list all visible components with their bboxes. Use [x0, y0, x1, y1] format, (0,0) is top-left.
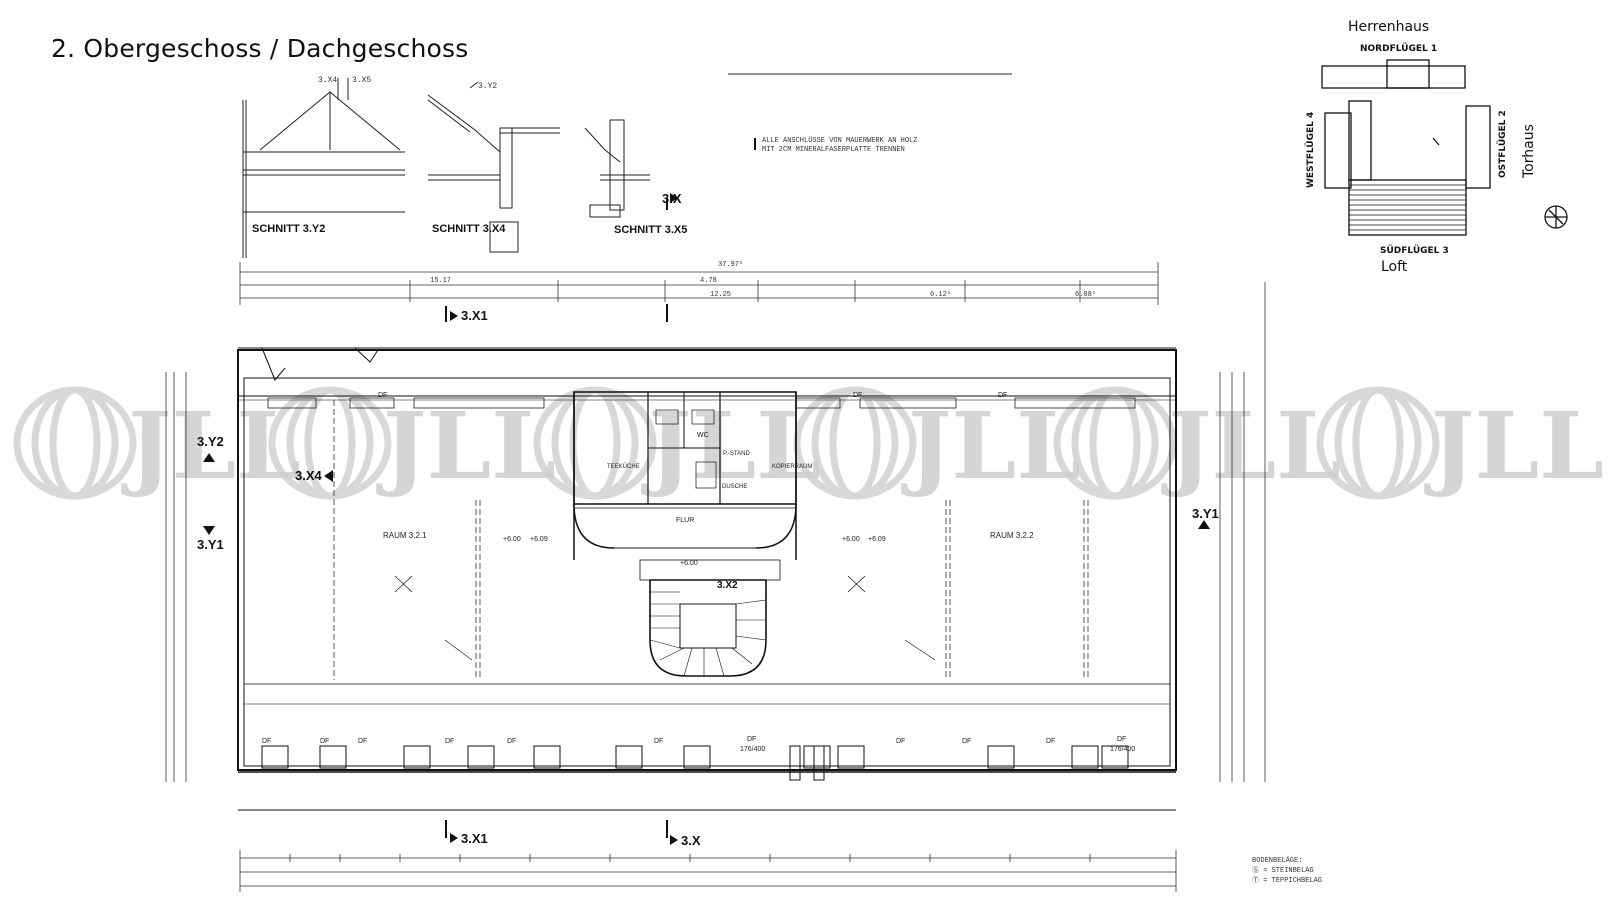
marker-y2: 3.Y2: [197, 434, 224, 449]
marker-x1-top: 3.X1: [461, 308, 488, 323]
north-arrow-icon: [1544, 205, 1568, 229]
dimension-3: 12.25: [710, 291, 731, 299]
jll-watermark-text-6: JLL: [1424, 392, 1604, 500]
keyplan-torhaus-label: Torhaus: [1521, 124, 1537, 179]
df-size-label-1: 176/400: [740, 746, 765, 753]
dimension-overall: 37.97⁵: [718, 261, 743, 269]
jll-logo-rings-6: [1316, 386, 1440, 500]
schnitt-x4-label: SCHNITT 3.X4: [432, 223, 506, 235]
df-label-top-3: DF: [998, 392, 1007, 399]
df-label-top-2: DF: [853, 392, 862, 399]
df-label-9: DF: [962, 738, 971, 745]
keyplan-loft-label: Loft: [1381, 259, 1408, 275]
level-right-609: +6.09: [868, 536, 886, 543]
level-right-600: +6.00: [842, 536, 860, 543]
df-label-top-1: DF: [378, 392, 387, 399]
building-outline: [237, 347, 1177, 811]
central-core: [573, 391, 797, 560]
side-dimension-lines: [165, 282, 1266, 782]
jll-watermark-text-5: JLL: [1161, 392, 1341, 500]
df-label-6: DF: [654, 738, 663, 745]
legend-title: BODENBELÄGE:: [1252, 856, 1302, 865]
key-plan: [1321, 59, 1568, 236]
dimension-1: 15.17: [430, 277, 451, 285]
marker-x1-bottom: 3.X1: [461, 831, 488, 846]
dormer-labels: DF DF DF DF DF DF DF 176/400 DF DF DF DF…: [262, 392, 1135, 753]
keyplan-ostfluegel-label: OSTFLÜGEL 2: [1497, 110, 1508, 178]
df-label-7: DF: [747, 736, 756, 743]
schnitt-x5-label: SCHNITT 3.X5: [614, 224, 687, 236]
note-line-2: MIT 2CM MINERALFASERPLATTE TRENNEN: [762, 146, 905, 154]
df-label-11: DF: [1117, 736, 1126, 743]
dimension-4: 6.12⁵: [930, 291, 951, 299]
level-left-600: +6.00: [503, 536, 521, 543]
legend-stone: Ⓢ = STEINBELAG: [1252, 866, 1314, 875]
section-cut-lines: [445, 198, 668, 838]
marker-x-top: 3.X: [662, 191, 682, 206]
level-left-609: +6.09: [530, 536, 548, 543]
keyplan-suedfluegel-label: SÜDFLÜGEL 3: [1380, 245, 1449, 256]
section-marker-x5: 3.X5: [352, 76, 371, 85]
keyplan-nordfluegel-label: NORDFLÜGEL 1: [1360, 43, 1437, 54]
bottom-dimension-lines: [239, 850, 1177, 892]
section-marker-x4: 3.X4: [318, 76, 337, 85]
room-label-flur: FLUR: [676, 517, 694, 524]
marker-x2: 3.X2: [717, 580, 738, 591]
section-detail-x4: [427, 81, 560, 253]
df-label-5: DF: [507, 738, 516, 745]
marker-y1-right: 3.Y1: [1192, 506, 1219, 521]
marker-x4: 3.X4: [295, 468, 323, 483]
note-line-1: ALLE ANSCHLÜSSE VON MAUERWERK AN HOLZ: [762, 136, 917, 145]
keyplan-westfluegel-label: WESTFLÜGEL 4: [1305, 112, 1316, 188]
room-label-stand: P.-STAND: [723, 451, 750, 457]
section-detail-x5: [584, 119, 650, 218]
jll-logo-rings-4: [793, 386, 917, 500]
df-label-10: DF: [1046, 738, 1055, 745]
schnitt-y2-label: SCHNITT 3.Y2: [252, 223, 325, 235]
room-label-wc: WC: [697, 432, 709, 439]
room-label-teekueche: TEEKÜCHE: [607, 463, 640, 470]
df-label-3: DF: [358, 738, 367, 745]
df-label-1: DF: [262, 738, 271, 745]
jll-logo-rings-2: [268, 386, 392, 500]
jll-watermark: JLL JLL JLL JLL JLL JLL: [13, 386, 1604, 500]
room-label-kopierraum: KOPIERRAUM: [772, 464, 812, 470]
north-skylight-row: [267, 397, 1136, 409]
df-size-label-2: 176/400: [1110, 746, 1135, 753]
top-dimension-lines: [239, 262, 1159, 305]
south-dormer-row: [261, 745, 1129, 781]
page-title: 2. Obergeschoss / Dachgeschoss: [51, 34, 469, 63]
level-core-600: +6.00: [680, 560, 698, 567]
marker-x-bottom: 3.X: [681, 833, 701, 848]
room-label-321: RAUM 3.2.1: [383, 531, 427, 540]
staircase: [639, 559, 781, 677]
jll-logo-rings-3: [533, 386, 657, 500]
legend-carpet: Ⓣ = TEPPICHBELAG: [1252, 876, 1322, 885]
jll-logo-rings-5: [1053, 386, 1177, 500]
jll-logo-rings-1: [13, 386, 137, 500]
dimension-5: 6.08⁵: [1075, 291, 1096, 299]
keyplan-herrenhaus-label: Herrenhaus: [1348, 19, 1429, 35]
df-label-2: DF: [320, 738, 329, 745]
room-label-322: RAUM 3.2.2: [990, 531, 1034, 540]
room-label-dusche: DUSCHE: [722, 484, 747, 490]
df-label-4: DF: [445, 738, 454, 745]
dimension-2: 4.78: [700, 277, 717, 285]
section-detail-y2: [242, 78, 405, 258]
df-label-8: DF: [896, 738, 905, 745]
section-arrow-icons: [203, 193, 1210, 845]
marker-y1-left: 3.Y1: [197, 537, 224, 552]
section-marker-y2-top: 3.Y2: [478, 82, 497, 91]
jll-watermark-text-2: JLL: [376, 392, 556, 500]
jll-watermark-text-4: JLL: [901, 392, 1081, 500]
loft-hatching: [1349, 184, 1466, 231]
